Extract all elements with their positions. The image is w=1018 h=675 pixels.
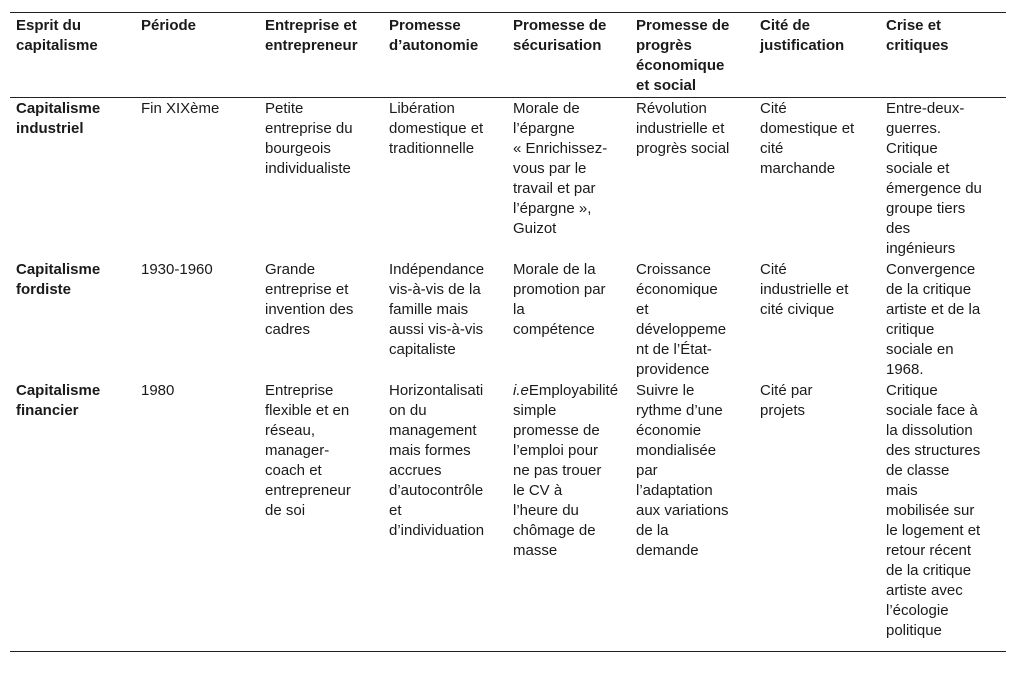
cell-periode: Fin XIXème xyxy=(141,100,220,117)
cell-entreprise: Entreprise flexible et en réseau, manage… xyxy=(265,382,351,519)
cell-securisation-text: Employabilité simple promesse de l’emplo… xyxy=(513,382,619,559)
table-row: Capitalisme industriel Fin XIXème Petite… xyxy=(10,97,1006,260)
cell-crise: Entre-deux- guerres. Critique sociale et… xyxy=(886,100,982,257)
cell-esprit: Capitalisme fordiste xyxy=(16,261,101,298)
header-periode: Période xyxy=(141,17,197,34)
cell-periode: 1980 xyxy=(141,382,175,399)
cell-progres: Révolution industrielle et progrès socia… xyxy=(636,100,730,157)
cell-autonomie: Libération domestique et traditionnelle xyxy=(389,100,484,157)
header-progres: Promesse de progrès économique et social xyxy=(636,17,730,94)
header-autonomie: Promesse d’autonomie xyxy=(389,17,479,54)
header-entreprise: Entreprise et entrepreneur xyxy=(265,17,358,54)
header-esprit: Esprit du capitalisme xyxy=(16,17,98,54)
cell-entreprise: Grande entreprise et invention des cadre… xyxy=(265,261,354,338)
cell-esprit: Capitalisme industriel xyxy=(16,100,101,137)
cell-periode: 1930-1960 xyxy=(141,261,213,278)
cell-esprit: Capitalisme financier xyxy=(16,382,101,419)
capitalism-spirits-table: Esprit du capitalisme Période Entreprise… xyxy=(10,12,1006,652)
cell-progres: Suivre le rythme d’une économie mondiali… xyxy=(636,382,729,559)
cell-cite: Cité par projets xyxy=(760,382,813,419)
cell-entreprise: Petite entreprise du bourgeois individua… xyxy=(265,100,353,177)
cell-crise: Critique sociale face à la dissolution d… xyxy=(886,382,981,639)
table-row: Capitalisme fordiste 1930-1960 Grande en… xyxy=(10,259,1006,380)
cell-progres: Croissance économique et développeme nt … xyxy=(636,261,727,378)
cell-cite: Cité domestique et cité marchande xyxy=(760,100,855,177)
cell-securisation: i.eEmployabilité simple promesse de l’em… xyxy=(507,380,630,652)
cell-securisation: Morale de la promotion par la compétence xyxy=(513,261,606,338)
table-header-row: Esprit du capitalisme Période Entreprise… xyxy=(10,12,1006,98)
header-cite: Cité de justification xyxy=(760,17,845,54)
header-crise: Crise et critiques xyxy=(886,17,949,54)
capitalism-table-container: Esprit du capitalisme Période Entreprise… xyxy=(10,12,1006,652)
cell-securisation: Morale de l’épargne « Enrichissez- vous … xyxy=(513,100,608,237)
header-securisation: Promesse de sécurisation xyxy=(513,17,607,54)
cell-autonomie: Indépendance vis-à-vis de la famille mai… xyxy=(389,261,485,358)
cell-crise: Convergence de la critique artiste et de… xyxy=(886,261,981,378)
cell-cite: Cité industrielle et cité civique xyxy=(760,261,849,318)
table-row: Capitalisme financier 1980 Entreprise fl… xyxy=(10,380,1006,652)
cell-autonomie: Horizontalisati on du management mais fo… xyxy=(389,382,485,539)
italic-ie: i.e xyxy=(513,382,529,399)
